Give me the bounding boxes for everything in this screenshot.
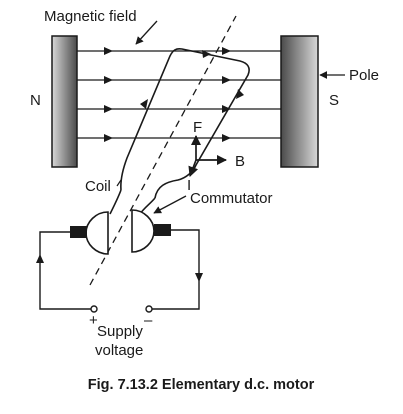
south-label: S: [329, 92, 339, 109]
rotation-axis: [89, 15, 237, 286]
brush-right: [154, 224, 171, 236]
field-b-label: B: [235, 153, 245, 170]
field-arrow: [222, 134, 231, 142]
field-arrow: [104, 105, 113, 113]
coil-lead-left: [109, 189, 122, 215]
figure-caption: Fig. 7.13.2 Elementary d.c. motor: [88, 377, 315, 393]
circuit-right-wire: [152, 229, 200, 310]
north-pole: [51, 35, 78, 168]
coil-label: Coil: [85, 178, 111, 195]
field-arrow: [104, 76, 113, 84]
coil-loop: [120, 47, 250, 199]
plus-label: +: [89, 312, 98, 329]
field-arrow: [222, 105, 231, 113]
commutator-leader: [153, 195, 187, 214]
north-label: N: [30, 92, 41, 109]
magnetic-field-leader: [135, 20, 158, 45]
force-label: F: [193, 119, 202, 136]
negative-terminal: [145, 305, 153, 313]
commutator-left-segment: [85, 211, 109, 255]
circuit-arrow-up: [36, 254, 44, 263]
current-vector: [188, 159, 198, 177]
circuit-arrow-down: [195, 273, 203, 282]
vector-triad: [188, 134, 228, 177]
commutator-right-segment: [131, 209, 155, 253]
coil-current-arrow: [140, 99, 148, 109]
coil-current-arrow: [202, 50, 211, 58]
brush-left: [70, 226, 87, 238]
field-arrows: [104, 47, 231, 142]
field-arrow: [222, 76, 231, 84]
commutator-label: Commutator: [190, 190, 273, 207]
positive-terminal: [90, 305, 98, 313]
field-arrow: [104, 134, 113, 142]
supply-label-line2: voltage: [95, 342, 143, 359]
field-arrow: [104, 47, 113, 55]
field-lines: [77, 50, 281, 139]
coil-leader: [116, 179, 122, 187]
circuit-left-wire: [39, 231, 91, 310]
coil-current-arrow: [236, 89, 244, 99]
minus-label: –: [144, 312, 153, 329]
south-pole: [280, 35, 319, 168]
magnetic-field-label: Magnetic field: [44, 8, 137, 25]
supply-label-line1: Supply: [97, 323, 143, 340]
current-label: I: [187, 177, 191, 194]
field-arrow: [222, 47, 231, 55]
pole-label: Pole: [349, 67, 379, 84]
